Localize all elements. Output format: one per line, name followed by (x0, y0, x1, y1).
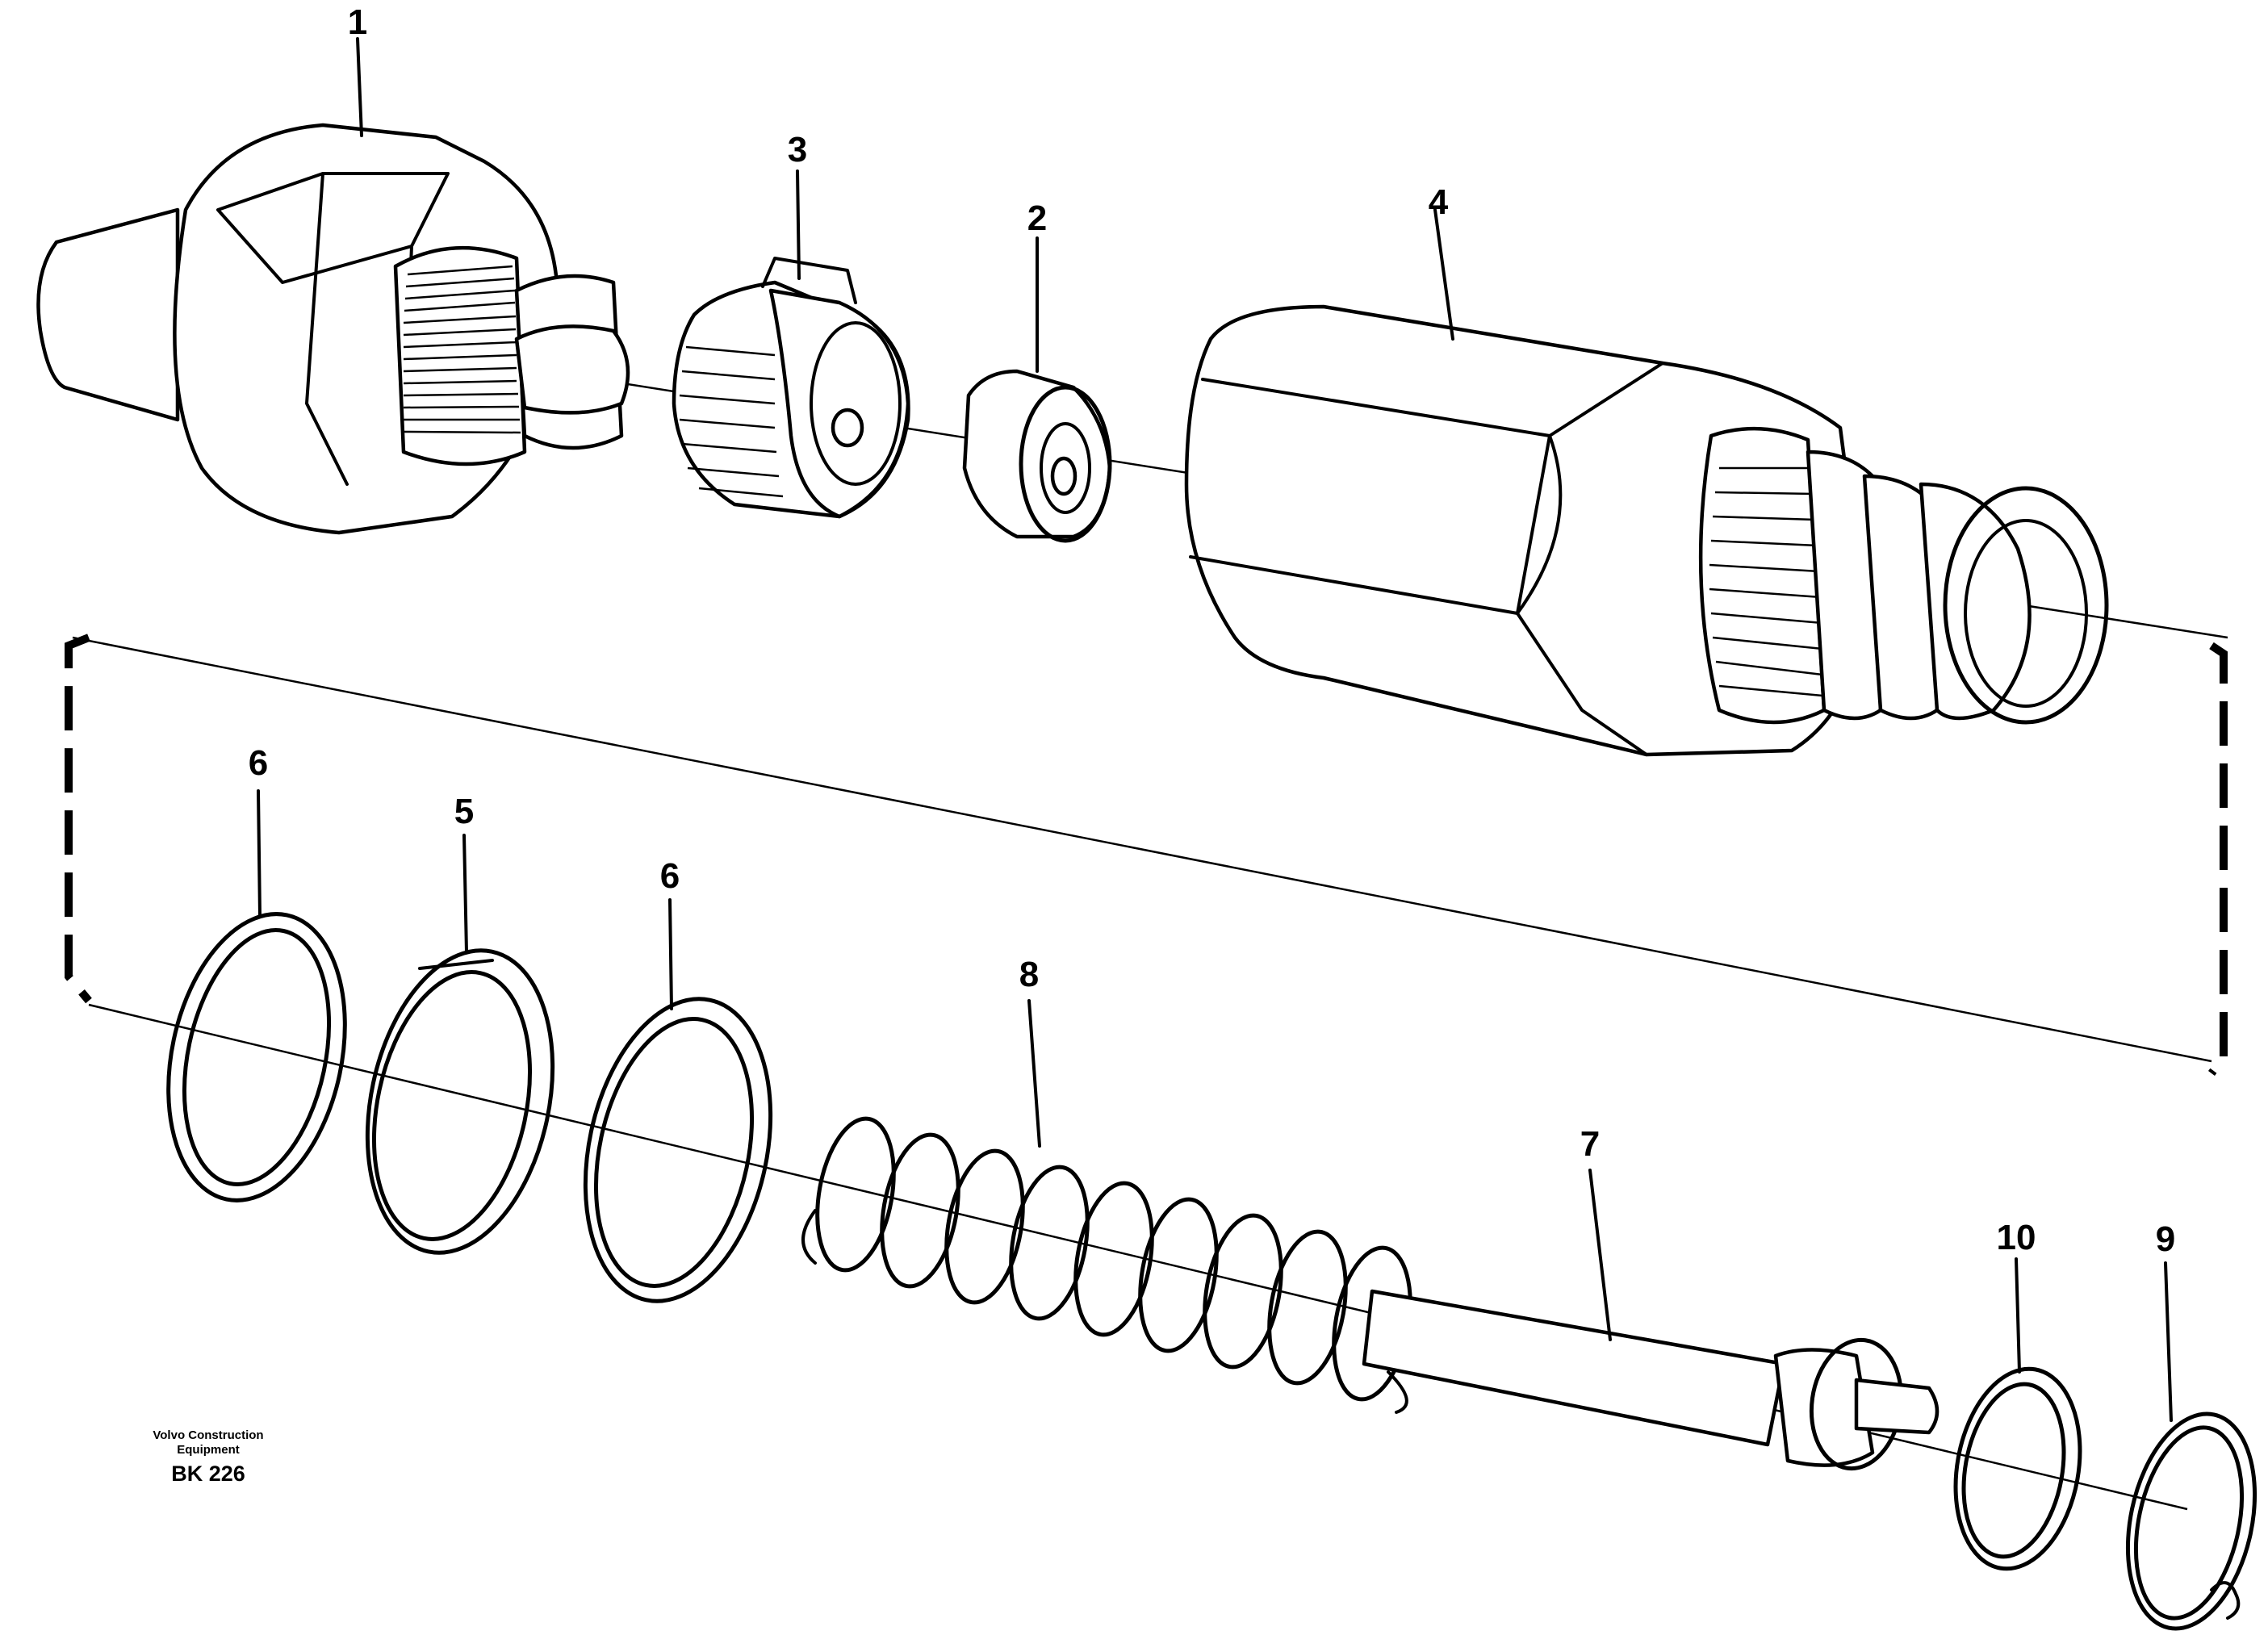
part-6-o-ring-right (583, 997, 773, 1303)
label-part-6b: 6 (660, 856, 680, 896)
leader-lines (257, 37, 2173, 1422)
label-part-10: 10 (1997, 1218, 2036, 1257)
part-6-o-ring-left (166, 912, 347, 1202)
bracket-left (65, 634, 92, 1004)
part-3-threaded-seat (672, 257, 910, 519)
part-2-valve-seat (962, 369, 1112, 543)
part-9-circlip (2125, 1411, 2258, 1631)
bracket-right (2208, 642, 2228, 1076)
bottom-axis-line (88, 1003, 2188, 1511)
part-7-piston (1362, 1289, 1940, 1471)
maker-name-line2: Equipment (177, 1443, 240, 1457)
part-10-ring (1953, 1366, 2082, 1571)
label-part-9: 9 (2156, 1219, 2175, 1259)
connector-line (72, 636, 2212, 1063)
label-part-3: 3 (788, 130, 807, 169)
maker-name-line1: Volvo Construction (153, 1428, 263, 1442)
label-part-1: 1 (348, 2, 367, 42)
drawing-code: BK 226 (171, 1462, 245, 1486)
label-part-7: 7 (1580, 1124, 1600, 1164)
label-part-4: 4 (1429, 182, 1449, 222)
label-part-8: 8 (1019, 955, 1039, 994)
part-4-hex-body (1184, 304, 2109, 757)
label-part-5: 5 (454, 792, 474, 831)
part-1-hex-plug (36, 123, 630, 535)
part-8-spring (801, 1116, 1412, 1414)
part-5-back-up-ring (365, 948, 555, 1255)
label-part-2: 2 (1027, 199, 1047, 238)
label-part-6a: 6 (249, 743, 268, 783)
